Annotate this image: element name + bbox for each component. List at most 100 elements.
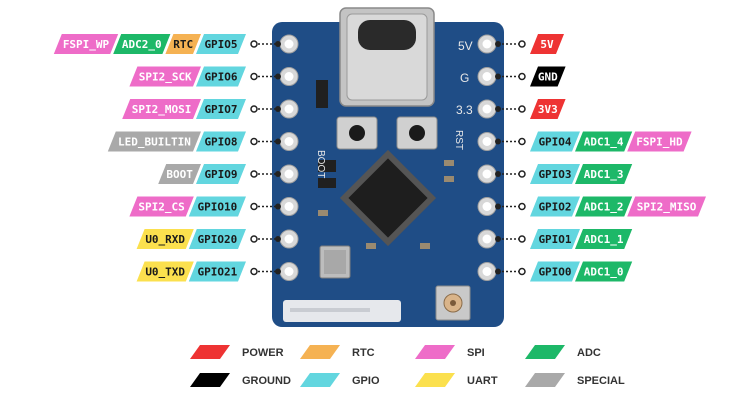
pin-tag-adc: ADC1_0: [575, 261, 633, 282]
smd-component: [444, 176, 454, 182]
left-header-pad: [279, 34, 299, 54]
pin-connector-line: [250, 40, 281, 48]
pin-tag-shape: [627, 196, 706, 217]
pin-connector-line: [495, 202, 526, 211]
pin-tag-shape: [196, 164, 246, 184]
legend-label: RTC: [352, 347, 375, 359]
pin-tag-label: GPIO2: [538, 201, 571, 214]
pin-tag-shape: [188, 196, 246, 217]
pin-tag-label: GPIO6: [204, 71, 237, 84]
pin-connector-line: [250, 267, 281, 276]
legend-label: SPECIAL: [577, 375, 625, 387]
legend-item-spi: SPI: [415, 345, 485, 359]
pin-tag-label: ADC1_2: [584, 201, 624, 214]
pin-connector-line: [250, 105, 281, 113]
smd-component: [420, 243, 430, 249]
pin-tag-label: BOOT: [166, 168, 193, 181]
right-header-pad: [477, 197, 497, 216]
pin-tag-shape: [129, 66, 201, 87]
pin-tag-spi: SPI2_SCK: [129, 66, 201, 87]
left-header-pad: [279, 99, 299, 119]
pin-tag-label: GPIO4: [538, 136, 571, 149]
legend-item-uart: UART: [415, 373, 498, 387]
legend-label: POWER: [242, 347, 284, 359]
legend-swatch: [525, 345, 565, 359]
pin-tag-label: ADC1_0: [584, 266, 624, 279]
pin-tag-gpio: GPIO7: [196, 99, 246, 119]
legend-item-adc: ADC: [525, 345, 601, 359]
pin-tag-shape: [188, 229, 246, 249]
pin-tag-label: FSPI_WP: [63, 38, 110, 51]
pin-tag-power: 5V: [530, 34, 564, 54]
pin-connector-line: [250, 202, 281, 211]
pin-tag-shape: [530, 99, 566, 119]
boot-button: [336, 116, 378, 150]
left-header-pad: [279, 132, 299, 151]
pin-tag-gpio: GPIO20: [188, 229, 246, 249]
pin-tag-label: U0_TXD: [145, 266, 185, 279]
smd-component: [318, 178, 336, 188]
pin-tag-spi: SPI2_MISO: [627, 196, 706, 217]
pin-tag-shape: [196, 66, 246, 87]
pin-tag-rtc: RTC: [165, 34, 201, 54]
left-header-pad: [279, 262, 299, 281]
legend-item-rtc: RTC: [300, 345, 375, 359]
pin-tag-gpio: GPIO6: [196, 66, 246, 87]
smd-component: [444, 160, 454, 166]
left-header-pad: [279, 67, 299, 86]
silk-5v-label: 5V: [458, 39, 473, 53]
board: 5V G 3.3 BOOT RST: [272, 7, 504, 327]
left-header-pad: [279, 197, 299, 216]
silk-reset-label: RST: [453, 130, 464, 150]
pin-connector-line: [250, 72, 281, 81]
pin-tag-shape: [530, 196, 580, 217]
pin-tag-label: GPIO8: [204, 136, 237, 149]
right-pin-row: GPIO3 ADC1_3: [495, 164, 633, 184]
silk-boot-label: BOOT: [315, 150, 326, 178]
pin-tag-label: 3V3: [538, 103, 558, 116]
pin-connector-line: [495, 105, 526, 113]
pin-tag-gpio: GPIO3: [530, 164, 580, 184]
pin-tag-gpio: GPIO21: [188, 261, 246, 282]
pin-tag-shape: [158, 164, 201, 184]
right-header-pad: [477, 99, 497, 119]
pin-tag-shape: [129, 196, 194, 217]
pin-tag-label: GPIO20: [198, 233, 238, 246]
left-pin-callouts: GPIO5RTCADC2_0FSPI_WPGPIO6SPI2_SCKGPIO7S…: [53, 34, 281, 282]
pin-tag-gpio: GPIO9: [196, 164, 246, 184]
smd-component: [366, 243, 376, 249]
legend-swatch: [300, 373, 340, 387]
smd-component: [316, 80, 328, 108]
legend-item-power: POWER: [190, 345, 284, 359]
right-header-pad: [477, 262, 497, 281]
pin-tag-special: BOOT: [158, 164, 201, 184]
pin-tag-gpio: GPIO0: [530, 261, 580, 282]
antenna-trace: [290, 308, 370, 312]
pin-tag-label: ADC2_0: [122, 38, 162, 51]
pin-tag-adc: ADC1_3: [575, 164, 633, 184]
pin-tag-adc: ADC1_1: [575, 229, 633, 249]
pin-tag-label: FSPI_HD: [636, 136, 683, 149]
right-pin-row: GND: [495, 66, 566, 87]
legend-label: SPI: [467, 347, 485, 359]
pin-tag-label: GPIO5: [204, 38, 237, 51]
pin-tag-shape: [196, 131, 246, 152]
pin-tag-shape: [122, 99, 201, 119]
legend-label: ADC: [577, 347, 601, 359]
pin-tag-label: ADC1_3: [584, 168, 624, 181]
pin-tag-label: U0_RXD: [145, 233, 185, 246]
pin-tag-shape: [575, 196, 633, 217]
right-pin-row: 5V: [495, 34, 564, 54]
left-pin-row: GPIO20 U0_RXD: [136, 229, 281, 249]
pin-tag-gpio: GPIO8: [196, 131, 246, 152]
pin-tag-label: SPI2_CS: [138, 201, 184, 214]
crystal: [319, 245, 351, 279]
